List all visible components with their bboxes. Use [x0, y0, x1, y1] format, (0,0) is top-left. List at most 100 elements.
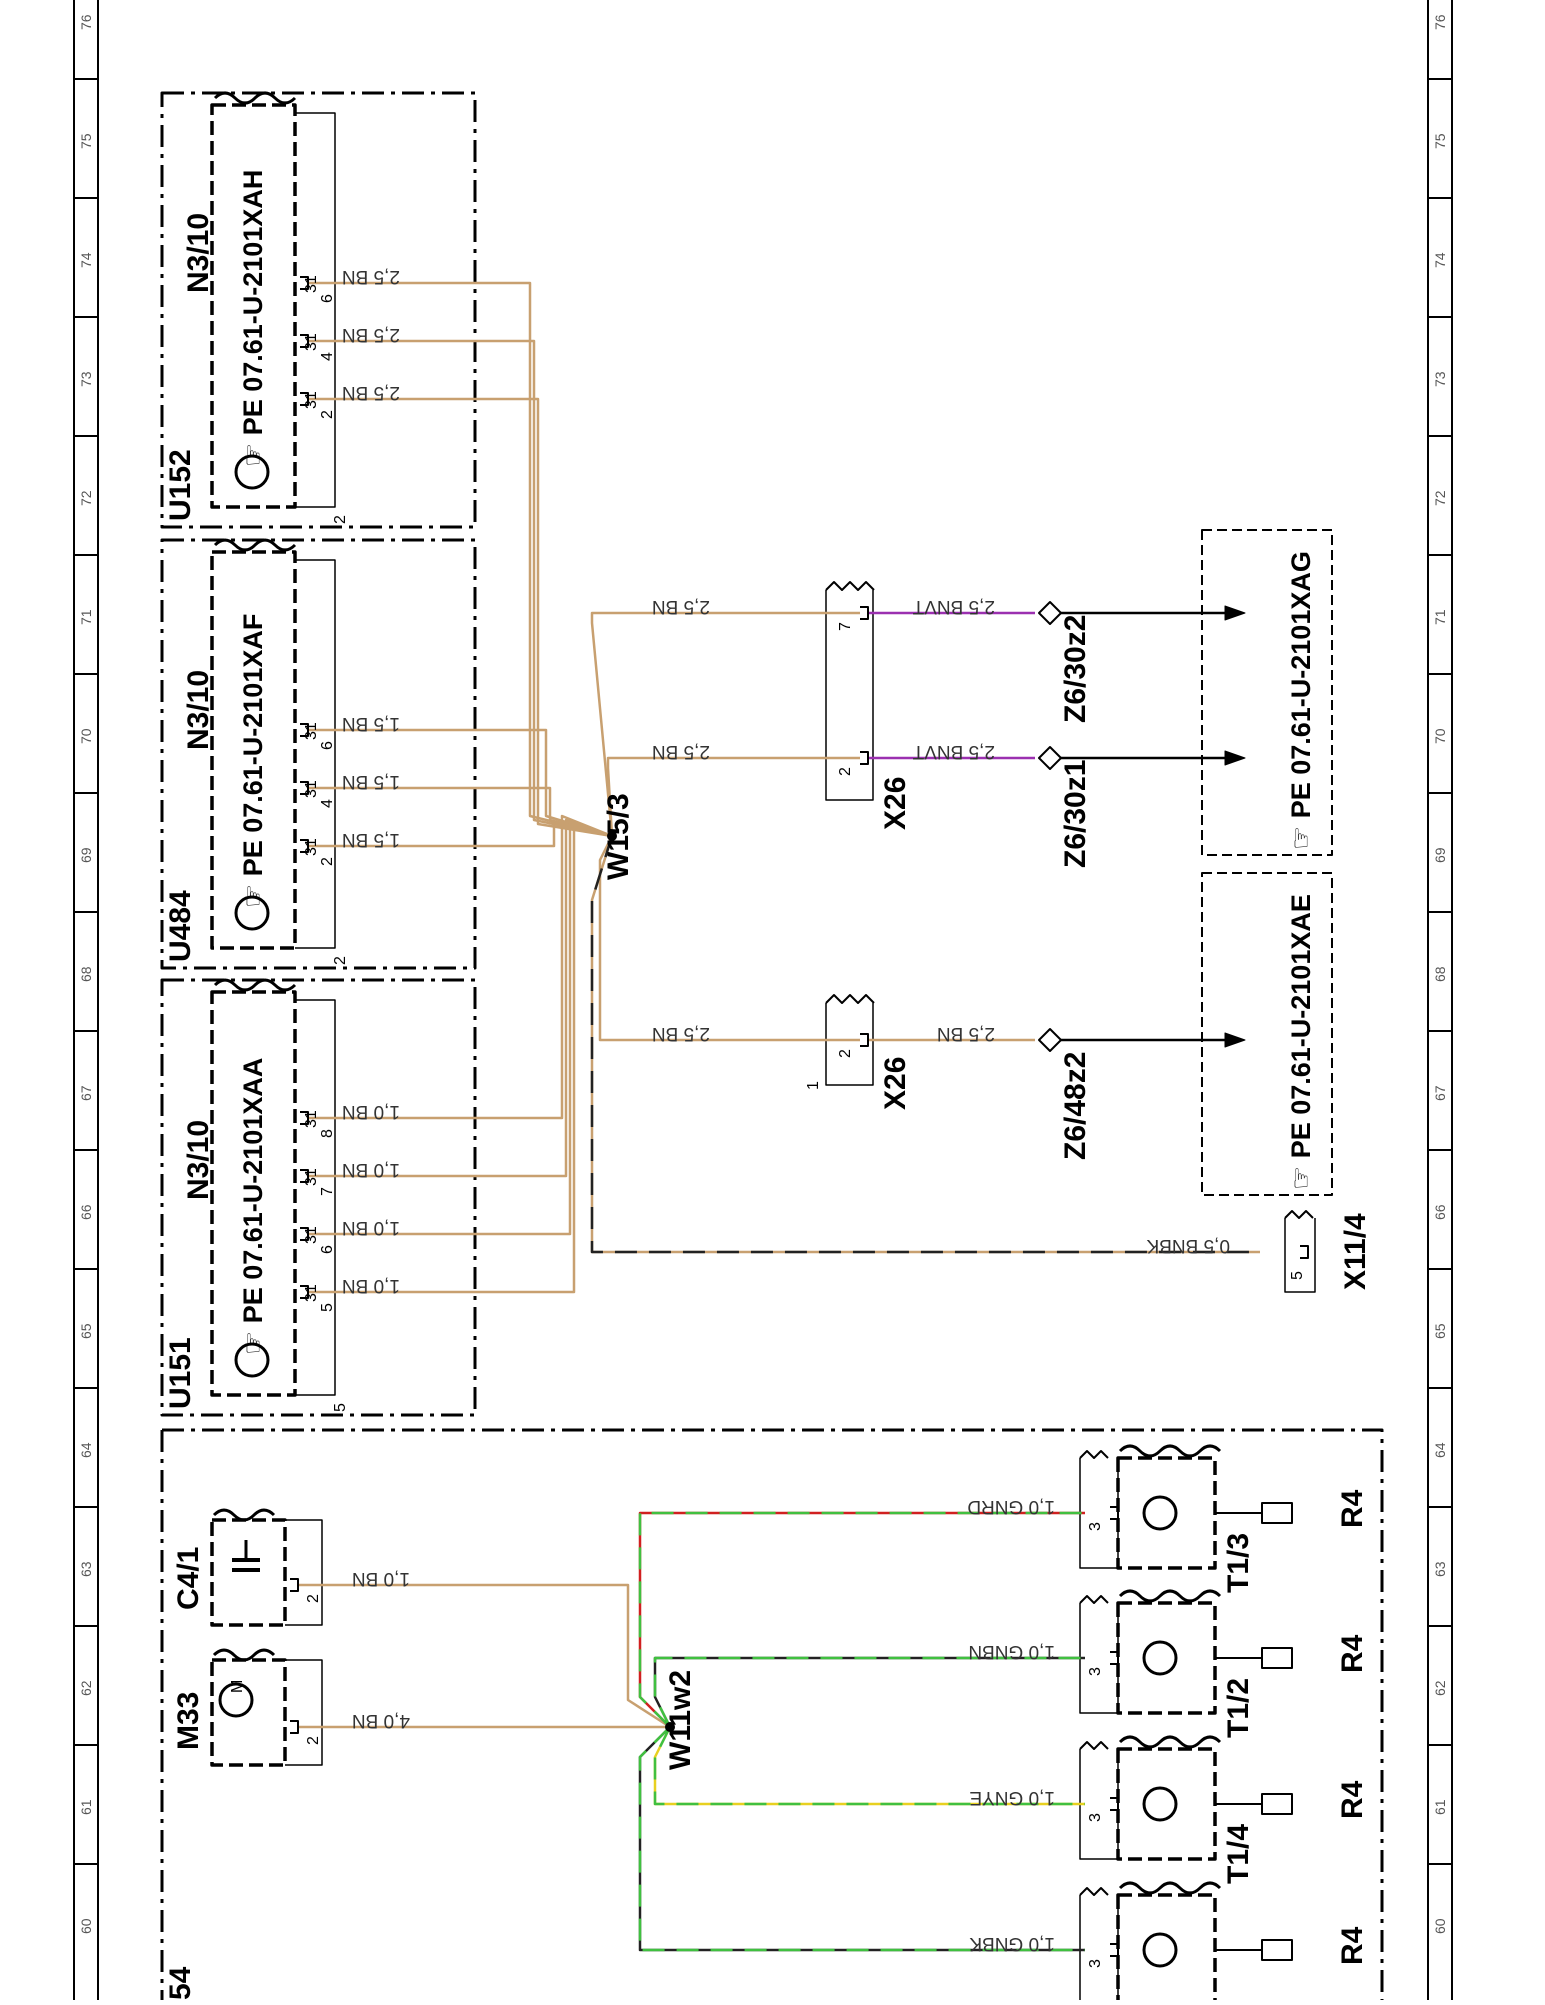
transistor-name: T1/3 — [1222, 1533, 1255, 1593]
m33-name: M33 — [172, 1692, 205, 1750]
wire-label: 1,5 BN — [342, 829, 400, 850]
wire-green-stripe — [653, 1726, 1085, 1806]
transistor-frame — [1116, 1601, 1217, 1715]
pin-terminal — [300, 723, 309, 737]
x26a-name: X26 — [879, 777, 912, 830]
transistor-zigzag — [1118, 1444, 1222, 1458]
ground-tag: 31 — [303, 391, 320, 409]
wire-label: 2,5 BN — [342, 324, 400, 345]
wire-brown — [308, 818, 613, 1178]
pe-box-xag — [1201, 529, 1333, 856]
pin-number: 4 — [319, 799, 336, 808]
pin-terminal — [860, 606, 869, 620]
x26b-name: X26 — [879, 1057, 912, 1110]
module-pinbox-U484 — [295, 559, 336, 949]
pin-terminal — [860, 1033, 869, 1047]
pe-ref-xag: ☞ PE 07.61-U-2101XAG — [1286, 551, 1316, 850]
pin-terminal — [1110, 1506, 1119, 1520]
transistor-zigzag — [1118, 1589, 1222, 1603]
wire-label: 1,0 BN — [352, 1568, 410, 1589]
ruler-number: 75 — [78, 133, 94, 149]
ground-tag: 31 — [303, 1284, 320, 1302]
wire-label: 2,5 BN — [937, 1023, 995, 1044]
pin-terminal — [300, 839, 309, 853]
pin-number: 2 — [837, 767, 854, 776]
ruler-number: 65 — [1432, 1323, 1448, 1339]
transistor-zigzag — [1079, 1887, 1109, 1896]
module-pe-ref: ☞ PE 07.61-U-2101XAF — [238, 614, 268, 908]
pin-terminal — [290, 1578, 299, 1592]
ground-tag: 31 — [303, 780, 320, 798]
pin-number: 3 — [1087, 1959, 1104, 1968]
wire-green-stripe — [638, 1726, 1085, 1952]
x26a-zigzag — [825, 581, 875, 591]
pin-terminal — [300, 1111, 309, 1125]
x11-name: X11/4 — [1339, 1213, 1372, 1290]
wire-green-base — [638, 1511, 1085, 1728]
resistor-label: R4 — [1336, 1780, 1369, 1819]
pin-terminal — [300, 1169, 309, 1183]
module-id-U151: U151 — [164, 1337, 197, 1409]
arrow-head — [1224, 1032, 1246, 1048]
ruler-number: 62 — [78, 1680, 94, 1696]
splice-w15-3: W15/3 — [602, 793, 635, 880]
ruler-number: 63 — [1432, 1561, 1448, 1577]
wire-label: 4,0 BN — [352, 1710, 410, 1731]
wire-green-base — [638, 1726, 1085, 1952]
ref-label: Z6/30z2 — [1059, 615, 1092, 723]
module-name: N3/10 — [182, 670, 215, 750]
module-inner-U484 — [210, 550, 297, 950]
wire-label: 1,0 GNRD — [967, 1496, 1055, 1517]
wire-label: 2,5 BN — [342, 382, 400, 403]
pin-number: 3 — [1087, 1522, 1104, 1531]
ruler-number: 67 — [78, 1085, 94, 1101]
module-zigzag — [213, 538, 297, 552]
transistor-symbol — [1142, 1786, 1178, 1822]
ruler-number: 62 — [1432, 1680, 1448, 1696]
ruler-number: 67 — [1432, 1085, 1448, 1101]
ruler-number: 60 — [78, 1918, 94, 1934]
transistor-pinbox — [1079, 1749, 1119, 1860]
resistor-symbol — [1261, 1647, 1293, 1669]
transistor-symbol — [234, 895, 270, 931]
resistor-label: R4 — [1336, 1634, 1369, 1673]
ruler-number: 73 — [78, 371, 94, 387]
module-frame-U484 — [160, 538, 477, 970]
pin-terminal — [300, 781, 309, 795]
ruler-number: 69 — [78, 847, 94, 863]
wire-label: 2,5 BN — [342, 266, 400, 287]
resistor-symbol — [1261, 1793, 1293, 1815]
pin-terminal — [300, 1227, 309, 1241]
wire-label: 2,5 BNVT — [912, 596, 995, 617]
wire-label: 1,0 GNBN — [968, 1641, 1055, 1662]
wire-brown — [598, 835, 860, 1042]
resistor-symbol — [1261, 1939, 1293, 1961]
module-zigzag — [213, 91, 297, 105]
ground-tag: 31 — [303, 1226, 320, 1244]
pin-terminal — [290, 1720, 299, 1734]
components — [218, 276, 1309, 1968]
pin-terminal — [1110, 1651, 1119, 1665]
x26b-side: 1 — [805, 1081, 822, 1090]
wire-brown — [590, 611, 860, 837]
transistor-symbol — [234, 1342, 270, 1378]
splice-dot — [665, 1722, 675, 1732]
ruler-number: 75 — [1432, 133, 1448, 149]
pin-number: 5 — [319, 1303, 336, 1312]
ruler-number: 72 — [78, 490, 94, 506]
pin-terminal — [300, 276, 309, 290]
m33-zigzag — [212, 1648, 276, 1662]
pin-terminal — [1110, 1943, 1119, 1957]
motor-letter: M — [229, 1680, 246, 1693]
module-pinbox-U152 — [295, 112, 336, 508]
module-conn-pin: 2 — [332, 956, 349, 965]
ruler-number: 74 — [1432, 252, 1448, 268]
wire-brown — [298, 1583, 671, 1729]
wire-label: 2,5 BN — [652, 596, 710, 617]
ruler-number: 76 — [78, 14, 94, 30]
wire-label: 1,0 GNYE — [969, 1787, 1055, 1808]
splice-dot — [607, 831, 617, 841]
